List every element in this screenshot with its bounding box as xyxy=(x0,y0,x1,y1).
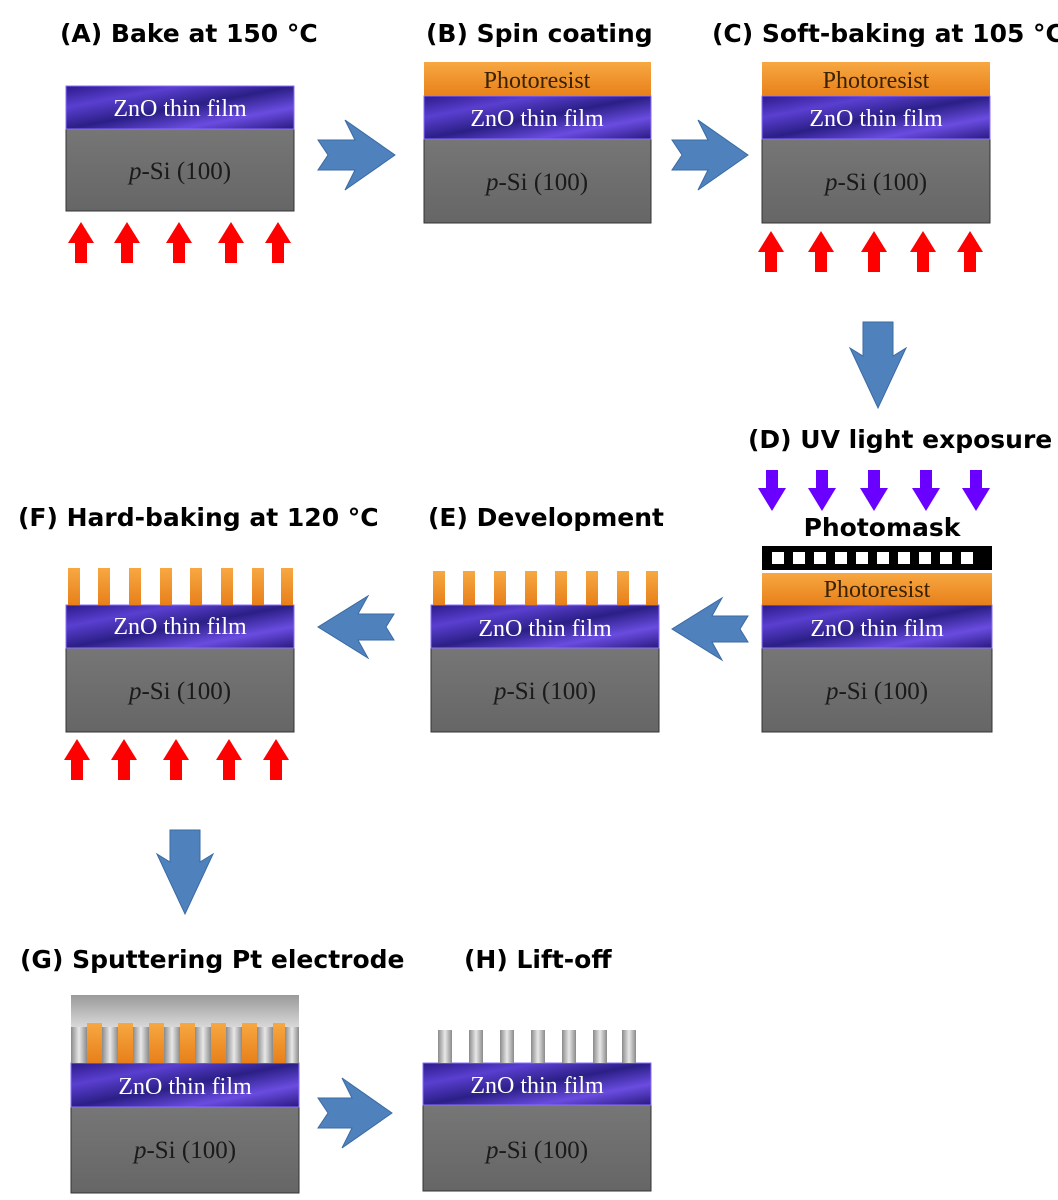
heat-arrow-icon xyxy=(111,739,137,780)
panel-a-wafer-stack: p-Si (100) ZnO thin film xyxy=(65,85,295,212)
flow-arrow-icon xyxy=(155,829,215,916)
substrate-layer xyxy=(70,1106,300,1194)
substrate-label: p-Si (100) xyxy=(132,1137,236,1164)
uv-arrow-icon xyxy=(758,470,786,511)
step-label-d: (D) UV light exposure xyxy=(748,425,1052,454)
zno-film-layer xyxy=(761,95,991,140)
uv-arrow-icon xyxy=(912,470,940,511)
photomask-label: Photomask xyxy=(804,513,962,542)
substrate-label: p-Si (100) xyxy=(823,169,927,196)
heat-arrow-icon xyxy=(265,222,291,263)
zno-film-label: ZnO thin film xyxy=(470,106,604,132)
substrate-label: p-Si (100) xyxy=(127,158,231,185)
zno-film-layer xyxy=(65,604,295,649)
patterned-photoresist xyxy=(68,568,293,605)
zno-film-label: ZnO thin film xyxy=(809,106,943,132)
zno-film-layer xyxy=(70,1062,300,1108)
heat-arrow-icon xyxy=(68,222,94,263)
uv-arrow-icon xyxy=(962,470,990,511)
panel-e-wafer-stack: p-Si (100) ZnO thin film xyxy=(430,571,660,733)
flow-arrow-icon xyxy=(317,594,395,660)
flow-arrow-icon xyxy=(317,1077,393,1149)
photoresist-layer xyxy=(762,573,992,605)
uv-arrows-d xyxy=(758,470,990,511)
patterned-photoresist xyxy=(433,571,658,605)
pt-electrode-fingers xyxy=(438,1030,636,1063)
heat-arrow-icon xyxy=(957,231,983,272)
zno-film-layer xyxy=(422,1062,652,1106)
substrate-label: p-Si (100) xyxy=(492,678,596,705)
heat-arrow-icon xyxy=(166,222,192,263)
uv-arrow-icon xyxy=(860,470,888,511)
panel-d-wafer-stack: p-Si (100) ZnO thin film Photoresist xyxy=(761,573,993,733)
substrate-layer xyxy=(65,128,295,212)
heat-arrow-icon xyxy=(861,231,887,272)
pt-electrode-fingers xyxy=(71,1027,299,1063)
flow-arrow-icon xyxy=(848,321,908,410)
heat-arrows-c xyxy=(758,231,983,272)
substrate-layer xyxy=(65,647,295,733)
substrate-layer xyxy=(422,1104,652,1192)
zno-film-label: ZnO thin film xyxy=(113,614,247,640)
panel-f-wafer-stack: p-Si (100) ZnO thin film xyxy=(65,568,295,733)
substrate-label: p-Si (100) xyxy=(484,169,588,196)
step-label-e: (E) Development xyxy=(428,503,664,532)
heat-arrow-icon xyxy=(758,231,784,272)
zno-film-label: ZnO thin film xyxy=(113,96,247,122)
photoresist-layer xyxy=(424,62,651,96)
heat-arrow-icon xyxy=(910,231,936,272)
heat-arrow-icon xyxy=(64,739,90,780)
step-label-a: (A) Bake at 150 °C xyxy=(60,19,318,48)
heat-arrow-icon xyxy=(263,739,289,780)
flow-arrow-icon xyxy=(317,119,396,191)
substrate-label: p-Si (100) xyxy=(484,1137,588,1164)
flow-arrow-icon xyxy=(671,119,749,191)
substrate-label: p-Si (100) xyxy=(824,678,928,705)
panel-c-wafer-stack: p-Si (100) ZnO thin film Photoresist xyxy=(761,62,991,224)
zno-film-layer xyxy=(65,85,295,130)
heat-arrow-icon xyxy=(216,739,242,780)
step-label-f: (F) Hard-baking at 120 °C xyxy=(18,503,379,532)
panel-g-wafer-stack: p-Si (100) ZnO thin film xyxy=(70,995,300,1194)
substrate-layer xyxy=(761,138,991,224)
heat-arrows-f xyxy=(64,739,289,780)
heat-arrow-icon xyxy=(114,222,140,263)
panel-h-wafer-stack: p-Si (100) ZnO thin film xyxy=(422,1030,652,1192)
heat-arrow-icon xyxy=(218,222,244,263)
step-label-g: (G) Sputtering Pt electrode xyxy=(20,945,405,974)
zno-film-layer xyxy=(430,604,660,649)
panel-b-wafer-stack: p-Si (100) ZnO thin film Photoresist xyxy=(423,62,652,224)
zno-film-label: ZnO thin film xyxy=(118,1074,252,1100)
pt-electrode-layer xyxy=(71,995,299,1027)
uv-arrow-icon xyxy=(808,470,836,511)
heat-arrows-a xyxy=(68,222,291,263)
patterned-photoresist xyxy=(87,1023,285,1063)
photoresist-label: Photoresist xyxy=(484,68,591,94)
flow-arrow-icon xyxy=(671,596,749,662)
substrate-label: p-Si (100) xyxy=(127,678,231,705)
zno-film-layer xyxy=(761,604,993,649)
heat-arrow-icon xyxy=(163,739,189,780)
photoresist-label: Photoresist xyxy=(824,577,931,603)
zno-film-label: ZnO thin film xyxy=(478,616,612,642)
heat-arrow-icon xyxy=(808,231,834,272)
step-label-b: (B) Spin coating xyxy=(426,19,653,48)
zno-film-layer xyxy=(423,95,652,140)
photomask xyxy=(762,546,992,570)
step-label-c: (C) Soft-baking at 105 °C xyxy=(712,19,1058,48)
photoresist-layer xyxy=(762,62,990,96)
zno-film-label: ZnO thin film xyxy=(470,1073,604,1099)
step-label-h: (H) Lift-off xyxy=(464,945,612,974)
zno-film-label: ZnO thin film xyxy=(810,616,944,642)
photoresist-label: Photoresist xyxy=(823,68,930,94)
